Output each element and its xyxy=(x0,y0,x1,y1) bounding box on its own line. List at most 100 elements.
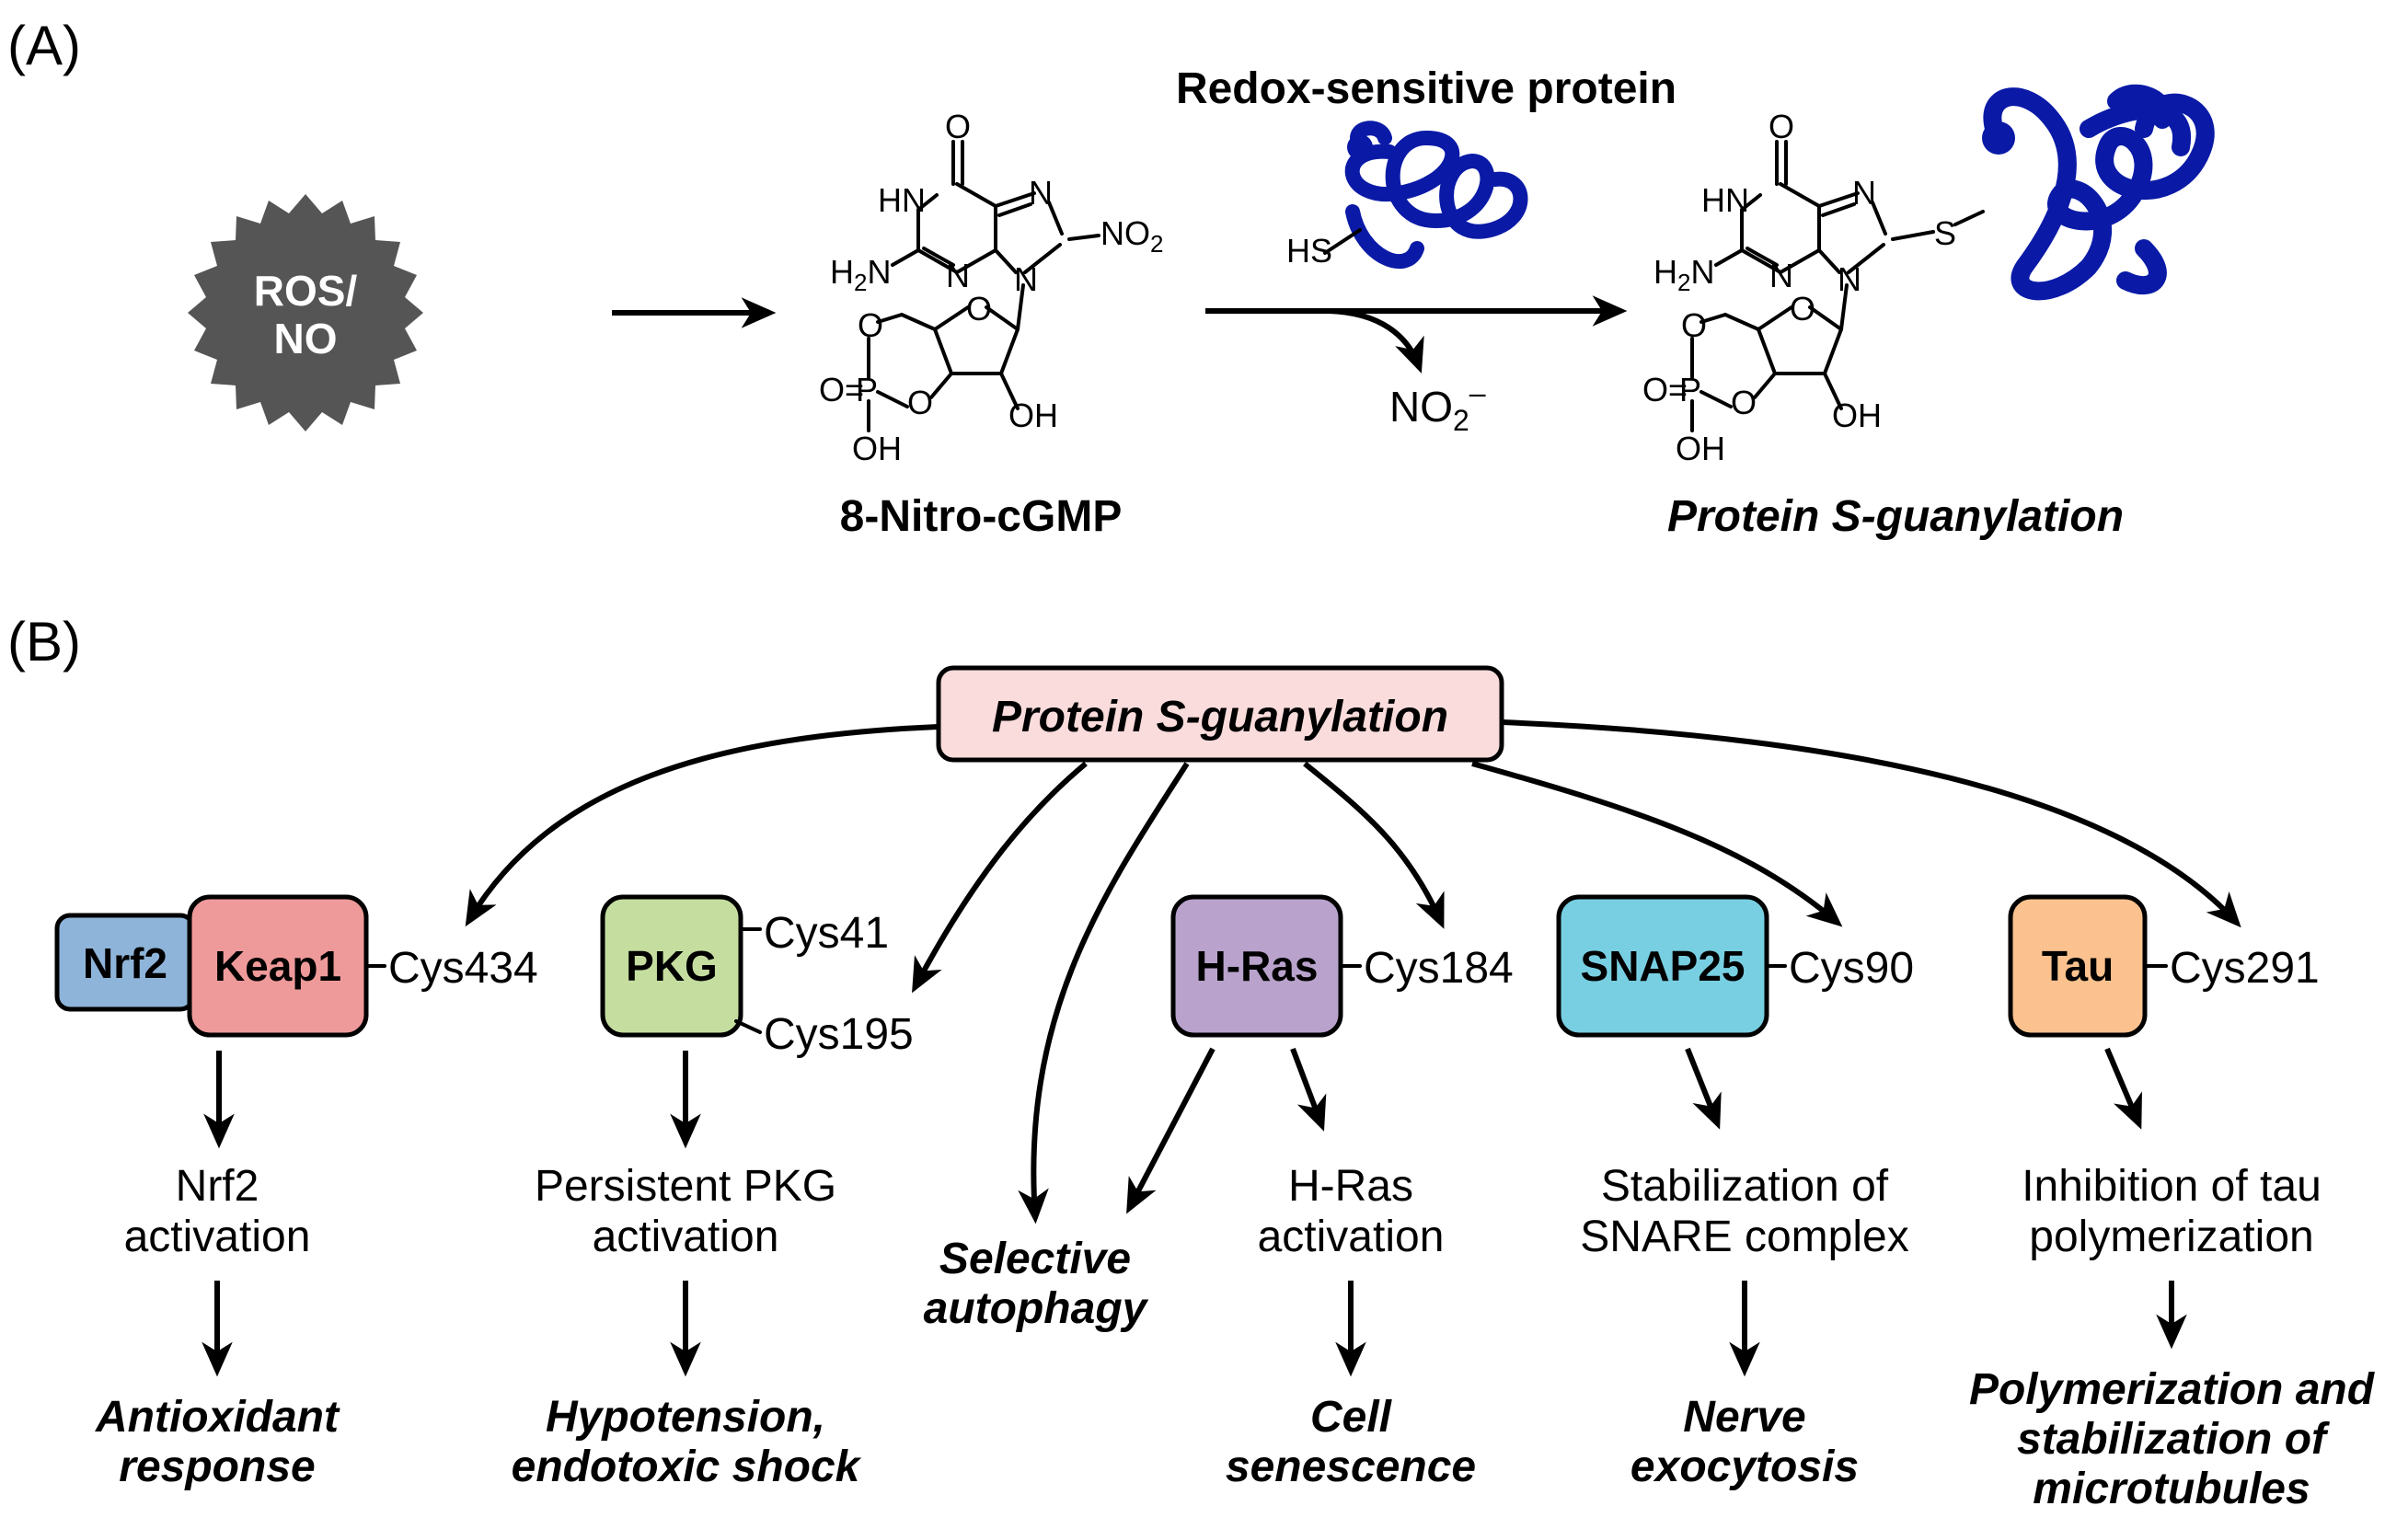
effect-tau-line2: polymerization xyxy=(2029,1213,2313,1261)
arrow-to-snap25 xyxy=(1471,761,1843,927)
outcome-hypo-line2: endotoxic shock xyxy=(512,1443,862,1491)
outcome-arrows xyxy=(202,1281,2187,1377)
pkg-cys195: Cys195 xyxy=(764,1010,914,1059)
atom-o-double: O= xyxy=(1642,371,1688,408)
hs-bond xyxy=(1323,228,1362,255)
nrf2-label: Nrf2 xyxy=(83,939,167,987)
outcome-autophagy-line1: Selective xyxy=(939,1235,1131,1283)
hras-cys: Cys184 xyxy=(1364,944,1514,993)
keap1-label: Keap1 xyxy=(214,942,341,990)
effect-arrows xyxy=(203,1047,2142,1214)
atom-s: S xyxy=(1934,214,1956,252)
atom-oh-ribose: OH xyxy=(1832,397,1882,434)
outcome-antiox-line2: response xyxy=(119,1443,315,1491)
outcome-poly-line1: Polymerization and xyxy=(1969,1365,2376,1414)
effect-nrf2-line2: activation xyxy=(124,1213,311,1261)
keap1-cys: Cys434 xyxy=(388,944,538,993)
arrow-to-autophagy xyxy=(1018,762,1190,1224)
snap25-cys: Cys90 xyxy=(1789,944,1914,993)
atom-n3: N xyxy=(946,257,970,294)
arrow-nitrite-release xyxy=(1329,308,1424,374)
outcome-autophagy-line2: autophagy xyxy=(924,1284,1149,1333)
hs-label: HS xyxy=(1286,232,1332,270)
arrow-to-pkg xyxy=(912,761,1088,994)
tau-cys: Cys291 xyxy=(2170,944,2320,993)
compound-name-s-guanylation: Protein S-guanylation xyxy=(1667,492,2124,541)
atom-oh-phos: OH xyxy=(1676,430,1725,467)
pkg-cys195-tick xyxy=(734,1019,762,1034)
center-node-label: Protein S-guanylation xyxy=(992,693,1448,742)
nitrite-label: NO2– xyxy=(1389,376,1486,437)
arrow-hras-effect xyxy=(1290,1047,1327,1132)
atom-ring-o: O xyxy=(1790,290,1815,328)
burst-label-no: NO xyxy=(274,315,338,362)
atom-hn: HN xyxy=(1701,181,1749,219)
atom-n3: N xyxy=(1769,257,1793,294)
atom-o-double: O= xyxy=(819,371,864,408)
atom-ring-o: O xyxy=(966,290,992,328)
outcome-senescence-line2: senescence xyxy=(1226,1443,1476,1491)
arrow-snap25-effect xyxy=(1685,1047,1722,1130)
atom-n7: N xyxy=(1852,174,1876,212)
atom-o: O xyxy=(945,108,971,145)
panel-label-b: (B) xyxy=(7,611,81,673)
center-node-box xyxy=(936,665,1504,763)
atom-oh-phos: OH xyxy=(852,430,902,467)
s-protein-bond xyxy=(1953,210,1985,226)
outcome-hypo-line1: Hypotension, xyxy=(546,1393,825,1442)
atom-n9: N xyxy=(1838,260,1861,298)
effect-pkg-line1: Persistent PKG xyxy=(535,1162,836,1211)
outcome-poly-line3: microtubules xyxy=(2033,1465,2310,1513)
atom-oh-ribose: OH xyxy=(1008,397,1058,434)
atom-o5: O xyxy=(858,306,883,344)
atom-hn: HN xyxy=(878,181,926,219)
atom-p: P xyxy=(856,371,878,408)
c8-s-bond xyxy=(1891,230,1935,241)
outcome-nerve-line2: exocytosis xyxy=(1630,1443,1859,1491)
panel-label-a: (A) xyxy=(7,15,81,76)
nitro-cgmp-structure: O HN N NO2 N N H2N O O P O= O OH OH xyxy=(819,108,1163,467)
arrow-to-tau xyxy=(1501,719,2241,928)
atom-h2n: H2N xyxy=(1653,253,1714,296)
arrow-to-keap1 xyxy=(465,724,939,927)
effect-nrf2-line1: Nrf2 xyxy=(176,1162,259,1211)
effect-pkg-line2: activation xyxy=(593,1213,779,1261)
ros-no-burst: ROS/ NO xyxy=(188,194,423,431)
redox-protein-coil xyxy=(1344,121,1528,270)
pkg-cys41: Cys41 xyxy=(764,909,889,958)
redox-protein-title: Redox-sensitive protein xyxy=(1176,64,1676,113)
tau-label: Tau xyxy=(2042,942,2114,990)
s-guanylated-structure: O HN N S N N H2N O O P O= O OH OH xyxy=(1642,108,1985,467)
effect-snap-line1: Stabilization of xyxy=(1601,1162,1889,1211)
pkg-label: PKG xyxy=(626,942,718,990)
atom-h2n: H2N xyxy=(830,253,891,296)
atom-no2: NO2 xyxy=(1100,214,1163,258)
outcome-poly-line2: stabilization of xyxy=(2017,1415,2330,1464)
atom-o3: O xyxy=(1731,384,1757,421)
atom-o: O xyxy=(1769,108,1794,145)
effect-snap-line2: SNARE complex xyxy=(1580,1213,1908,1261)
atom-p: P xyxy=(1679,371,1701,408)
atom-o3: O xyxy=(907,384,933,421)
starburst-shape xyxy=(188,194,423,431)
effect-tau-line1: Inhibition of tau xyxy=(2022,1162,2322,1211)
burst-label-ros: ROS/ xyxy=(254,267,358,315)
atom-o5: O xyxy=(1681,306,1707,344)
compound-name-nitro-cgmp: 8-Nitro-cGMP xyxy=(840,492,1123,541)
outcome-nerve-line1: Nerve xyxy=(1683,1393,1805,1442)
atom-n7: N xyxy=(1029,174,1053,212)
branch-arrows xyxy=(465,719,2241,1224)
effect-hras-line2: activation xyxy=(1258,1213,1445,1261)
hras-label: H-Ras xyxy=(1196,942,1319,990)
arrow-hras-autophagy xyxy=(1126,1047,1216,1214)
arrow-to-hras xyxy=(1303,761,1445,929)
effect-hras-line1: H-Ras xyxy=(1288,1162,1413,1211)
arrow-tau-effect xyxy=(2104,1047,2142,1130)
no2-bond xyxy=(1067,234,1100,241)
outcome-antiox-line1: Antioxidant xyxy=(95,1393,340,1442)
snap25-label: SNAP25 xyxy=(1581,942,1746,990)
bound-protein-coil xyxy=(1982,84,2215,301)
atom-n9: N xyxy=(1014,260,1038,298)
